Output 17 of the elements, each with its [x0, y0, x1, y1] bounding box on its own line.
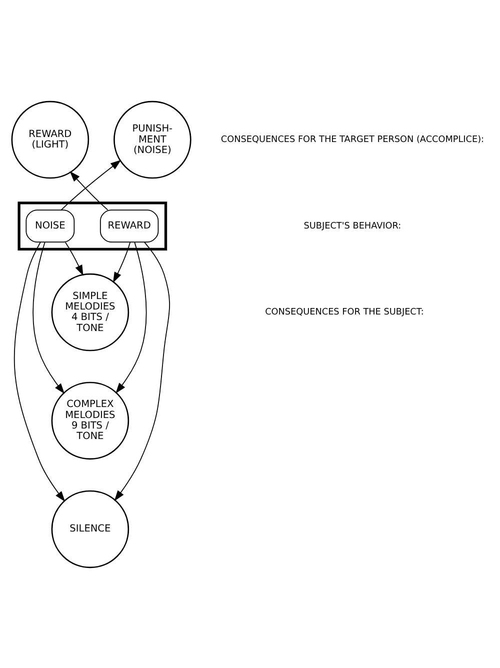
arrow	[114, 241, 170, 501]
arrow	[14, 241, 66, 502]
label: CONSEQUENCES FOR THE TARGET PERSON (ACCOMPLICE):	[220, 134, 484, 145]
label: CONSEQUENCES FOR THE SUBJECT:	[265, 306, 424, 317]
node-circle: REWARD (LIGHT)	[11, 100, 90, 178]
arrow	[32, 241, 65, 394]
arrow	[116, 241, 147, 394]
node-circle: SIMPLE MELODIES 4 BITS / TONE	[51, 272, 130, 351]
node-box: NOISE	[26, 209, 75, 242]
label: SUBJECT'S BEHAVIOR:	[304, 220, 402, 231]
arrow	[112, 241, 131, 282]
node-circle: PUNISH- MENT (NOISE)	[114, 100, 192, 178]
arrow	[60, 159, 122, 210]
cluster	[18, 201, 168, 250]
arrow	[70, 170, 108, 210]
arrow	[65, 241, 84, 276]
node-box: REWARD	[100, 209, 159, 242]
